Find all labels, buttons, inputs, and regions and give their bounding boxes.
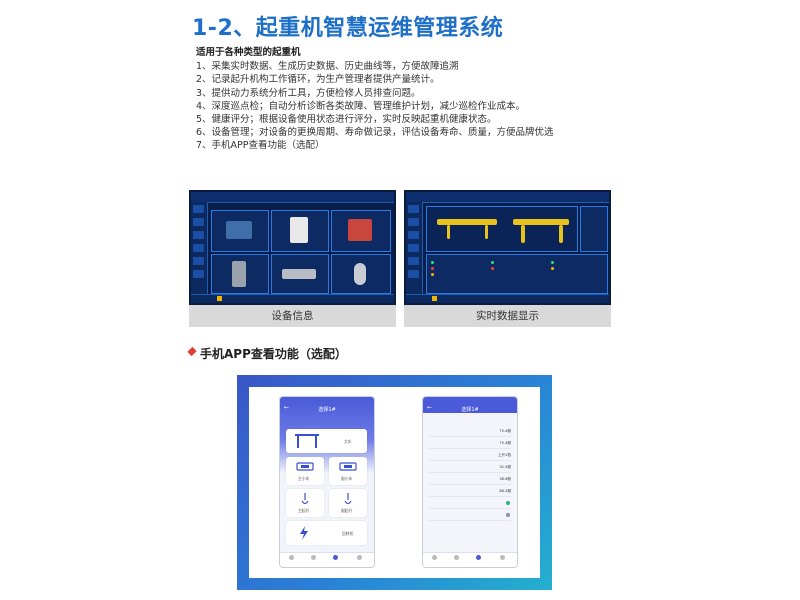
data-row: 88.2频 <box>429 487 511 497</box>
menu-card-label: 副小车 <box>341 476 353 481</box>
hoist-icon <box>344 493 352 505</box>
phone-header-title: 选择1# <box>461 407 479 413</box>
bridge-crane-icon <box>295 434 319 448</box>
data-row-value: 88.2频 <box>499 489 511 493</box>
feature-item: 6、设备管理；对设备的更换周期、寿命做记录，评估设备寿命、质量，方便品牌优选 <box>196 127 554 139</box>
phone-tabbar <box>423 552 517 567</box>
equipment-info-caption: 设备信息 <box>189 305 396 327</box>
tab-data[interactable] <box>304 555 322 561</box>
data-row: 32.5频 <box>429 463 511 473</box>
data-row-value: 75.4频 <box>499 429 511 433</box>
profile-icon <box>499 555 505 560</box>
device-icon <box>475 555 481 560</box>
menu-card-main-hoist[interactable]: 主起升 <box>286 489 324 517</box>
crane-diagram-panel <box>426 206 578 252</box>
tab-profile[interactable] <box>493 555 511 561</box>
menu-card-slewing[interactable]: 回转机 <box>286 521 367 545</box>
feature-item: 7、手机APP查看功能（选配） <box>196 140 325 152</box>
device-icon <box>332 555 338 560</box>
menu-card-aux-trolley[interactable]: 副小车 <box>329 457 367 485</box>
screen-statusbar <box>191 294 394 303</box>
data-row: 上升1档 <box>429 451 511 461</box>
phone-header: ← 选择1# <box>280 397 374 414</box>
data-icon <box>310 555 316 560</box>
motor-panel <box>211 210 269 252</box>
tab-data[interactable] <box>447 555 465 561</box>
heading-bullet-icon <box>187 346 197 357</box>
screen-topbar <box>406 192 609 203</box>
tab-device[interactable] <box>469 555 487 561</box>
feature-subtitle: 适用于各种类型的起重机 <box>196 47 301 58</box>
screen-sidebar <box>191 202 208 295</box>
equipment-info-card: 设备信息 <box>189 190 396 327</box>
trolley-icon <box>296 462 314 471</box>
equipment-info-screenshot <box>189 190 396 305</box>
back-arrow-icon[interactable]: ← <box>427 404 433 411</box>
realtime-data-card: 实时数据显示 <box>404 190 611 327</box>
phone-header-title: 选择1# <box>318 407 336 413</box>
feature-item: 5、健康评分；根据设备使用状态进行评分，实时反映起重机健康状态。 <box>196 114 497 126</box>
data-row: 75.4频 <box>429 427 511 437</box>
menu-card-main-trolley[interactable]: 主小车 <box>286 457 324 485</box>
resistor-panel <box>271 254 329 294</box>
tab-profile[interactable] <box>350 555 368 561</box>
tab-home[interactable] <box>425 555 443 561</box>
data-row-value: 上升1档 <box>497 453 511 457</box>
page-title: 1-2、起重机智慧运维管理系统 <box>192 16 504 41</box>
realtime-data-screenshot <box>404 190 611 305</box>
feature-item: 4、深度巡点检；自动分析诊断各类故障、管理维护计划，减少巡检作业成本。 <box>196 100 526 112</box>
home-icon <box>288 555 294 560</box>
phone-mockup-detail: ← 选择1# 75.4频 75.4频 上升1档 32.5频 38.6频 88.2… <box>422 396 518 568</box>
phone-tabbar <box>280 552 374 567</box>
screen-sidebar <box>406 202 423 295</box>
data-row: 38.6频 <box>429 475 511 485</box>
menu-card-label: 大车 <box>344 439 352 444</box>
menu-card-label: 副起升 <box>341 508 353 513</box>
hook-panel <box>331 254 391 294</box>
contactor-panel <box>271 210 329 252</box>
data-row-value: 75.4频 <box>499 441 511 445</box>
data-row <box>429 511 511 521</box>
menu-card-label: 主小车 <box>298 476 310 481</box>
phone-header: ← 选择1# <box>423 397 517 413</box>
brake-panel <box>331 210 391 252</box>
warning-icon <box>217 296 222 301</box>
feature-item: 1、采集实时数据、生成历史数据、历史曲线等，方便故障追溯 <box>196 61 459 73</box>
inverter-panel <box>211 254 269 294</box>
data-row <box>429 499 511 509</box>
tab-device[interactable] <box>326 555 344 561</box>
menu-card-bridge[interactable]: 大车 <box>286 429 367 453</box>
app-section-heading: 手机APP查看功能（选配） <box>200 347 347 361</box>
status-dot-icon <box>506 501 510 505</box>
menu-card-aux-hoist[interactable]: 副起升 <box>329 489 367 517</box>
feature-item: 2、记录起升机构工作循环，为生产管理者提供产量统计。 <box>196 74 440 86</box>
hoist-icon <box>301 493 309 505</box>
phone-mockup-menu: ← 选择1# 大车 主小车 副小车 主起升 <box>279 396 375 568</box>
screen-topbar <box>191 192 394 203</box>
data-row-value: 38.6频 <box>499 477 511 481</box>
menu-card-label: 主起升 <box>298 508 310 513</box>
lightning-icon <box>300 526 308 540</box>
status-dot-icon <box>506 513 510 517</box>
side-values-panel <box>580 206 608 252</box>
realtime-data-caption: 实时数据显示 <box>404 305 611 327</box>
feature-item: 3、提供动力系统分析工具，方便检修人员排查问题。 <box>196 87 421 99</box>
back-arrow-icon[interactable]: ← <box>284 404 290 411</box>
data-table-panel <box>426 254 608 294</box>
screen-statusbar <box>406 294 609 303</box>
feature-list: 适用于各种类型的起重机 1、采集实时数据、生成历史数据、历史曲线等，方便故障追溯… <box>196 46 636 153</box>
home-icon <box>431 555 437 560</box>
warning-icon <box>432 296 437 301</box>
data-icon <box>453 555 459 560</box>
trolley-icon <box>339 462 357 471</box>
tab-home[interactable] <box>282 555 300 561</box>
data-row: 75.4频 <box>429 439 511 449</box>
profile-icon <box>356 555 362 560</box>
data-row-value: 32.5频 <box>499 465 511 469</box>
menu-card-label: 回转机 <box>342 531 354 536</box>
